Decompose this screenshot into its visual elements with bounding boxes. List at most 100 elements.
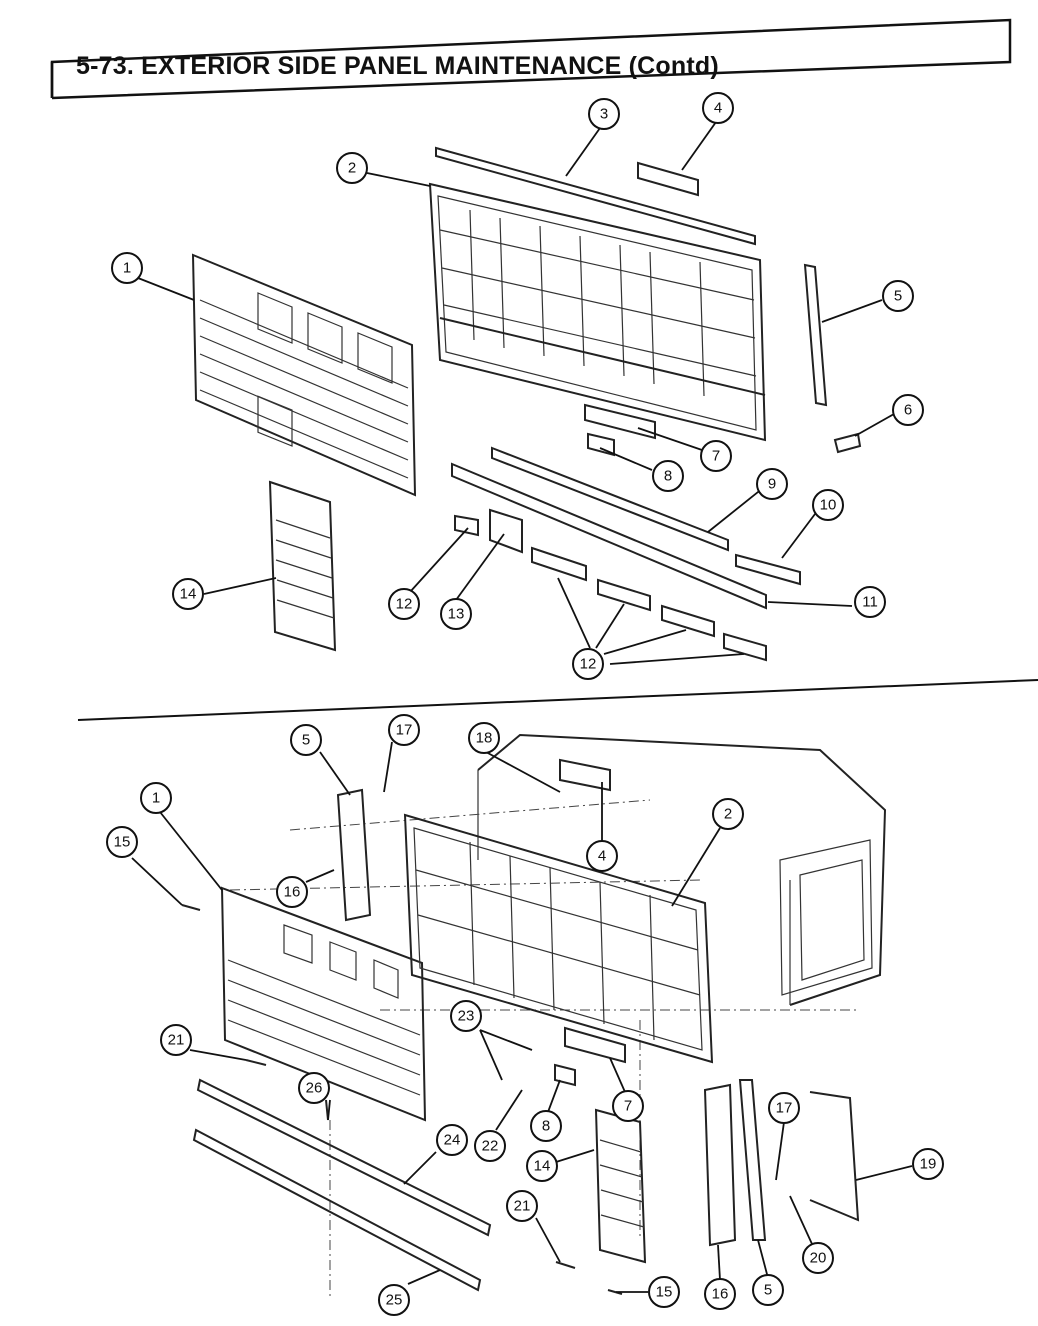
svg-text:21: 21 <box>168 1032 185 1049</box>
part-19-seal <box>809 1091 860 1222</box>
callout-5: 5 <box>882 280 914 312</box>
svg-text:8: 8 <box>542 1118 550 1135</box>
callout-1: 1 <box>111 252 143 284</box>
section-divider <box>77 679 1038 721</box>
callout-5: 5 <box>290 724 322 756</box>
svg-text:2: 2 <box>348 160 356 177</box>
part-3-top-bar <box>435 146 756 246</box>
part-5-post <box>803 263 828 407</box>
part-2-frame <box>428 182 767 442</box>
part-1-assembly-panel <box>220 886 427 1122</box>
callout-12: 12 <box>572 648 604 680</box>
callout-23: 23 <box>450 1000 482 1032</box>
svg-text:9: 9 <box>768 476 776 493</box>
callout-3: 3 <box>588 98 620 130</box>
svg-text:10: 10 <box>820 497 837 514</box>
part-1-exterior-panel <box>191 253 417 497</box>
part-12-plate <box>454 514 479 537</box>
svg-text:17: 17 <box>396 722 413 739</box>
part-15-bolt <box>607 1289 623 1295</box>
callout-26: 26 <box>298 1072 330 1104</box>
part-8-plate <box>554 1063 576 1087</box>
svg-text:17: 17 <box>776 1100 793 1117</box>
callout-19: 19 <box>912 1148 944 1180</box>
callout-5: 5 <box>752 1274 784 1306</box>
svg-text:19: 19 <box>920 1156 937 1173</box>
part-10-bracket <box>735 553 801 586</box>
callout-21: 21 <box>506 1190 538 1222</box>
svg-text:7: 7 <box>624 1098 632 1115</box>
callout-11: 11 <box>854 586 886 618</box>
svg-text:1: 1 <box>152 790 160 807</box>
part-6-plate <box>833 432 862 454</box>
svg-text:23: 23 <box>458 1008 475 1025</box>
svg-text:3: 3 <box>600 106 608 123</box>
bottom-assembly-view <box>181 733 887 1300</box>
vehicle-body <box>477 733 887 1006</box>
svg-text:4: 4 <box>598 848 606 865</box>
svg-text:20: 20 <box>810 1250 827 1267</box>
svg-text:4: 4 <box>714 100 722 117</box>
callout-4: 4 <box>586 840 618 872</box>
part-13-bracket <box>489 508 523 554</box>
callout-13: 13 <box>440 598 472 630</box>
svg-text:15: 15 <box>114 834 131 851</box>
part-2-assembly-frame <box>403 813 714 1064</box>
svg-text:14: 14 <box>180 586 197 603</box>
part-4-bracket <box>637 161 699 197</box>
svg-text:16: 16 <box>712 1286 729 1303</box>
callout-8: 8 <box>652 460 684 492</box>
callout-7: 7 <box>612 1090 644 1122</box>
callout-21: 21 <box>160 1024 192 1056</box>
svg-text:12: 12 <box>396 596 413 613</box>
part-15-bolt <box>181 904 201 911</box>
callout-18: 18 <box>468 722 500 754</box>
svg-text:18: 18 <box>476 730 493 747</box>
callout-25: 25 <box>378 1284 410 1316</box>
svg-text:13: 13 <box>448 606 465 623</box>
svg-text:7: 7 <box>712 448 720 465</box>
part-5-post-lower <box>738 1079 767 1241</box>
callout-16: 16 <box>704 1278 736 1310</box>
svg-text:5: 5 <box>302 732 310 749</box>
svg-text:22: 22 <box>482 1138 499 1155</box>
part-21-bolt <box>245 1059 267 1066</box>
callout-22: 22 <box>474 1130 506 1162</box>
svg-text:6: 6 <box>904 402 912 419</box>
phantom-line <box>289 799 651 831</box>
callout-12: 12 <box>388 588 420 620</box>
svg-text:5: 5 <box>764 1282 772 1299</box>
callout-20: 20 <box>802 1242 834 1274</box>
part-14-assembly-panel <box>594 1108 647 1264</box>
part-7-plate <box>564 1026 626 1064</box>
part-12-plate <box>597 578 651 612</box>
callout-7: 7 <box>700 440 732 472</box>
part-21-bolt <box>555 1261 576 1269</box>
callouts-top: 1 2 3 4 5 6 7 8 9 10 11 12 12 13 14 <box>111 92 924 680</box>
callout-10: 10 <box>812 489 844 521</box>
part-8-plate <box>587 432 615 457</box>
svg-text:24: 24 <box>444 1132 461 1149</box>
leader-lines <box>131 121 913 1293</box>
svg-text:15: 15 <box>656 1284 673 1301</box>
svg-text:12: 12 <box>580 656 597 673</box>
part-11-rail <box>451 462 767 610</box>
part-25-rail <box>192 1128 482 1292</box>
part-5-post-upper <box>336 788 372 922</box>
callout-1: 1 <box>140 782 172 814</box>
callout-6: 6 <box>892 394 924 426</box>
svg-text:26: 26 <box>306 1080 323 1097</box>
callout-4: 4 <box>702 92 734 124</box>
svg-text:16: 16 <box>284 884 301 901</box>
part-14-small-panel <box>268 480 337 652</box>
svg-text:8: 8 <box>664 468 672 485</box>
callout-9: 9 <box>756 468 788 500</box>
phantom-line <box>229 879 701 891</box>
callout-17: 17 <box>768 1092 800 1124</box>
callout-24: 24 <box>436 1124 468 1156</box>
svg-text:11: 11 <box>862 594 878 611</box>
callout-15: 15 <box>106 826 138 858</box>
svg-text:14: 14 <box>534 1158 551 1175</box>
callout-2: 2 <box>336 152 368 184</box>
